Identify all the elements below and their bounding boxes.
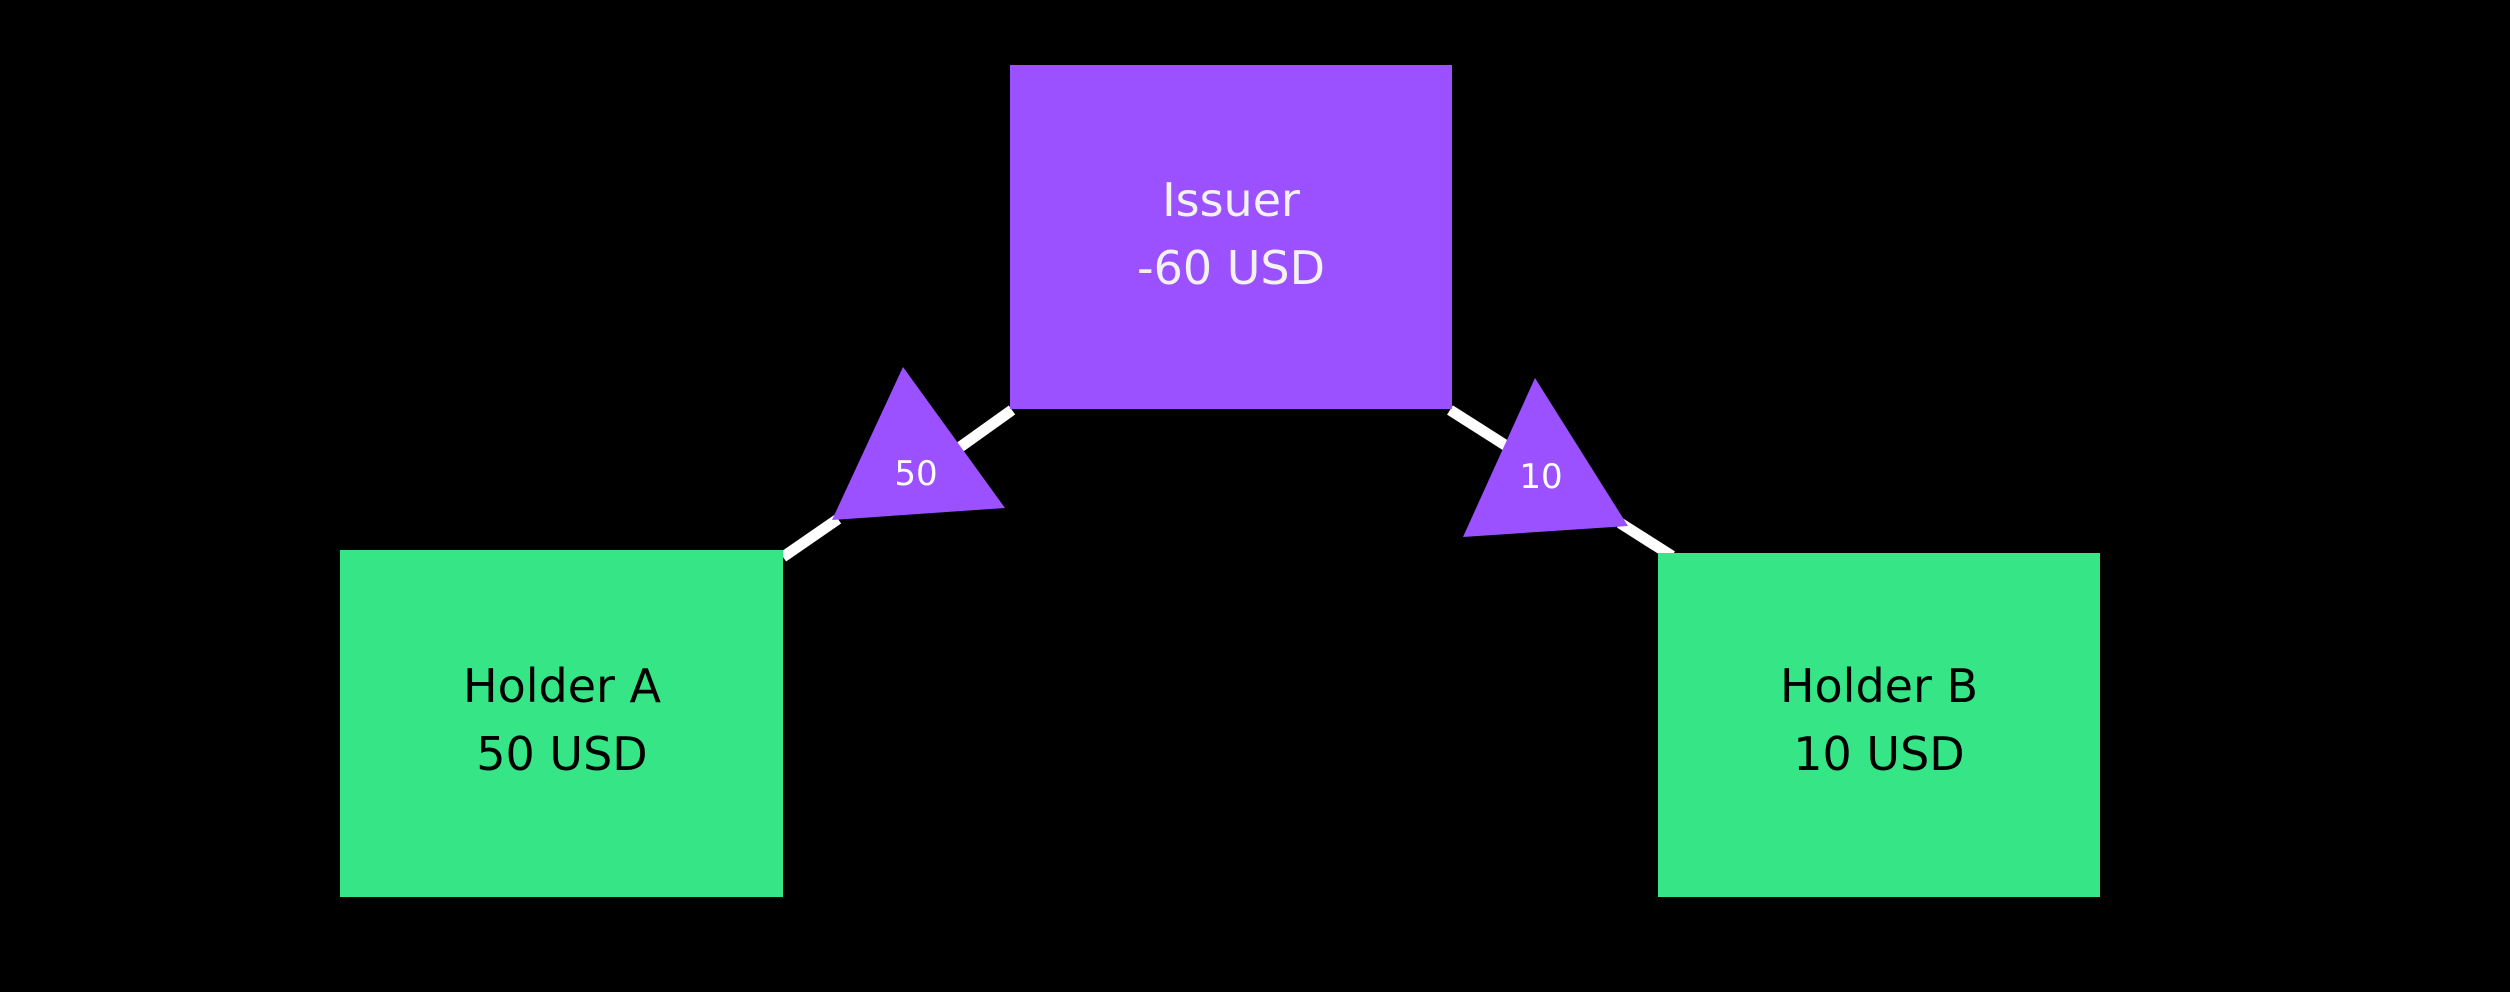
node-holder-b-box (1658, 553, 2100, 897)
edge-label-issuer-to-holder-a: 50 (894, 454, 937, 494)
node-holder-b[interactable]: Holder B 10 USD (1658, 553, 2100, 897)
edge-issuer-to-holder-a[interactable]: 50 (779, 367, 1016, 562)
edge-line-issuer-to-holder-b-lower (1617, 518, 1675, 561)
edge-issuer-to-holder-b[interactable]: 10 (1447, 378, 1675, 561)
edge-line-issuer-to-holder-a-upper (952, 405, 1016, 455)
node-issuer[interactable]: Issuer -60 USD (1010, 65, 1452, 409)
node-holder-b-title: Holder B (1780, 659, 1978, 713)
node-holder-a-amount: 50 USD (476, 727, 647, 781)
node-issuer-box (1010, 65, 1452, 409)
node-holder-a-box (340, 550, 783, 897)
edge-line-issuer-to-holder-a-lower (779, 514, 842, 562)
arrowhead-issuer-to-holder-a (832, 367, 1005, 520)
arrowhead-issuer-to-holder-b (1463, 378, 1628, 537)
node-issuer-amount: -60 USD (1137, 241, 1325, 295)
node-holder-a-title: Holder A (463, 659, 662, 713)
edge-label-issuer-to-holder-b: 10 (1519, 457, 1562, 497)
node-holder-b-amount: 10 USD (1793, 727, 1964, 781)
node-issuer-title: Issuer (1162, 173, 1300, 227)
node-holder-a[interactable]: Holder A 50 USD (340, 550, 783, 897)
